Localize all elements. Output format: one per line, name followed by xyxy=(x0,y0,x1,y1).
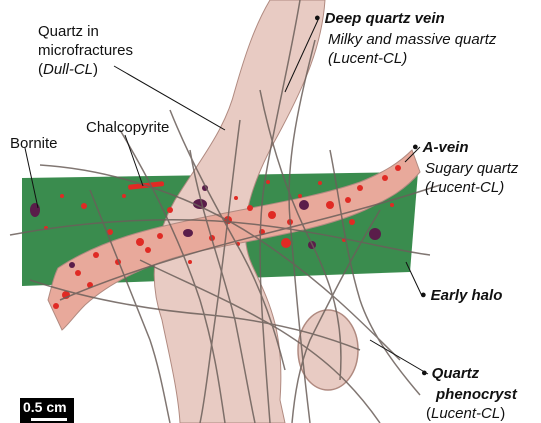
bornite-label: Bornite xyxy=(10,134,58,153)
scale-bar: 0.5 cm xyxy=(20,398,74,423)
early-halo-label: Early halo xyxy=(420,286,502,307)
quartz-microfractures-label: Quartz in microfractures (Dull-CL) xyxy=(38,22,133,79)
chalcopyrite-label: Chalcopyrite xyxy=(86,118,169,137)
scale-bar-label: 0.5 cm xyxy=(23,399,67,415)
quartz-phenocryst-label: Quartz phenocryst (Lucent-CL) xyxy=(421,364,517,423)
a-vein-label: A-vein Sugary quartz (Lucent-CL) xyxy=(412,138,518,197)
deep-quartz-vein-label: Deep quartz vein Milky and massive quart… xyxy=(314,9,496,68)
